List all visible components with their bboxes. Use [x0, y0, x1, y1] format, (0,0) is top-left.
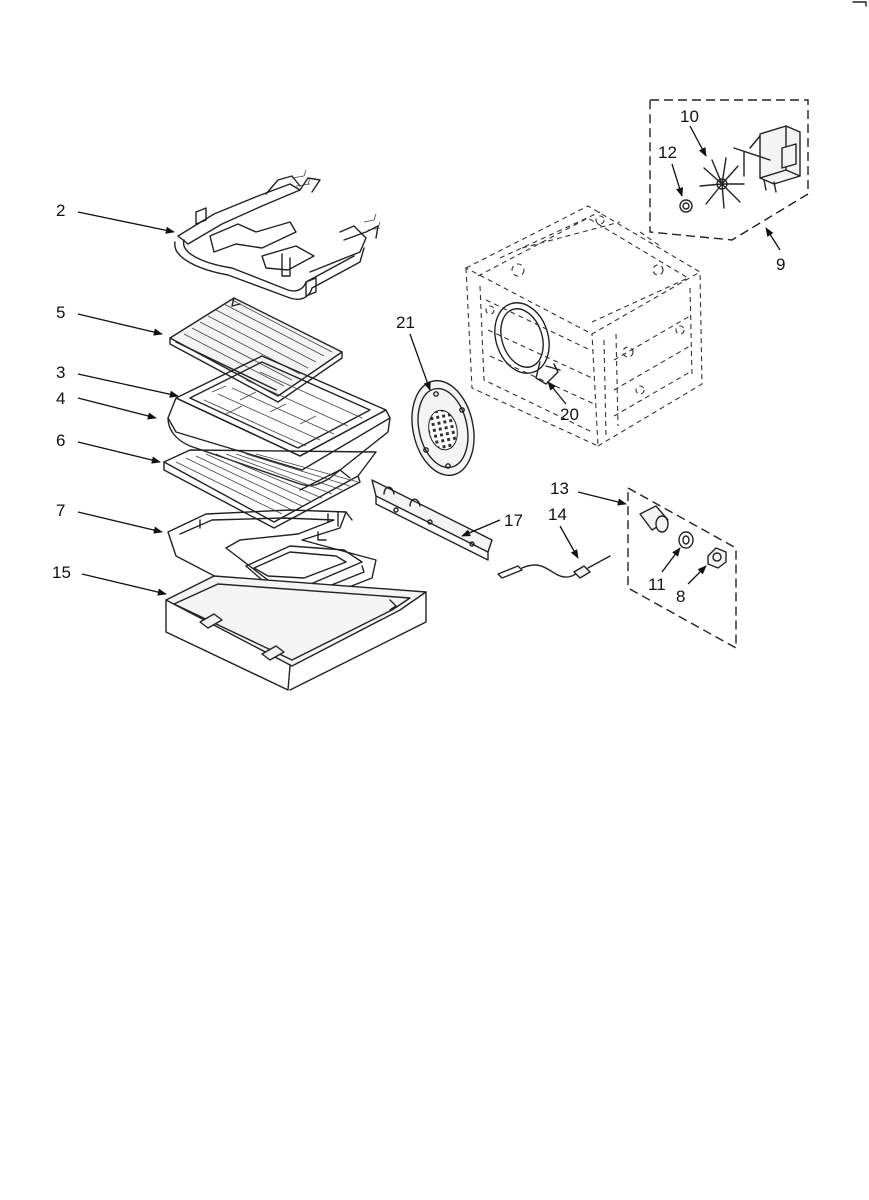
- callout-3: 3: [56, 363, 65, 382]
- callout-12: 12: [658, 143, 677, 162]
- callout-4: 4: [56, 389, 65, 408]
- callout-10: 10: [680, 107, 699, 126]
- part-meat-probe: [497, 555, 611, 579]
- part-drip-tray: [165, 575, 427, 691]
- callout-13: 13: [550, 479, 569, 498]
- callout-2: 2: [56, 201, 65, 220]
- callout-11: 11: [648, 575, 666, 594]
- part-convection-motor: [733, 125, 801, 193]
- callout-14: 14: [548, 505, 567, 524]
- callout-8: 8: [676, 587, 685, 606]
- callout-5: 5: [56, 303, 65, 322]
- part-bracket: [371, 479, 493, 561]
- callout-9: 9: [776, 255, 785, 274]
- callout-7: 7: [56, 501, 65, 520]
- callout-6: 6: [56, 431, 65, 450]
- callout-labels: 2 5 3 4 6 7 15 21 20 10 12 9 13 14 17 11…: [52, 107, 785, 606]
- part-convection-fan-cover: [411, 379, 475, 477]
- group-box-probe-jack: [627, 486, 737, 650]
- callout-17: 17: [504, 511, 523, 530]
- callout-20: 20: [560, 405, 579, 424]
- part-convection-element: [494, 302, 561, 385]
- group-box-convection-motor: [649, 99, 809, 241]
- callout-15: 15: [52, 563, 71, 582]
- part-broil-element: [174, 169, 381, 300]
- callout-21: 21: [396, 313, 415, 332]
- leader-lines: [77, 125, 781, 596]
- corner-mark: [852, 1, 867, 7]
- part-broiler-pan: [167, 355, 391, 487]
- part-fan-blade: [699, 157, 745, 209]
